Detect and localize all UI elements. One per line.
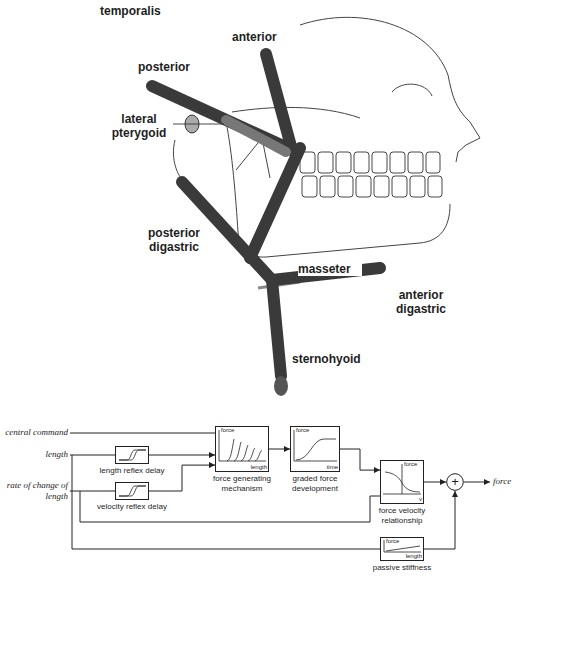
- axis-label: time: [327, 464, 338, 471]
- tooth: [318, 152, 333, 173]
- signal-connector: [149, 455, 215, 456]
- plot-curve: [296, 439, 336, 460]
- signal-connector: [340, 449, 380, 470]
- plot-curve: [385, 472, 420, 492]
- tooth: [338, 176, 353, 197]
- muscle-label: anterior digastric: [386, 288, 456, 316]
- mastoid-process: [173, 140, 184, 182]
- block-caption: velocity reflex delay: [87, 502, 177, 512]
- signal-label: rate of change of length: [4, 480, 68, 502]
- signal-label: central command: [4, 427, 68, 438]
- sum-junction: +: [446, 473, 464, 491]
- axis-label: length: [251, 464, 267, 471]
- plot-icon: [116, 447, 148, 463]
- muscle-label: lateral pterygoid: [108, 112, 170, 140]
- plot-curve: [234, 442, 241, 461]
- plot-curve: [294, 430, 337, 461]
- output-wire: [464, 482, 490, 483]
- zygomatic-arch: [232, 107, 360, 118]
- block-box: forcelengthforce generating mechanism: [215, 426, 269, 472]
- tooth: [372, 152, 387, 173]
- axis-label: force: [404, 461, 417, 468]
- tooth: [302, 176, 317, 197]
- block-box: length reflex delay: [115, 446, 149, 464]
- tooth: [320, 176, 335, 197]
- axis-label: v: [419, 496, 422, 503]
- block-box: velocity reflex delay: [115, 482, 149, 500]
- muscle-label: posterior digastric: [140, 226, 208, 254]
- axis-label: length: [406, 553, 422, 560]
- block-box: forcetimegraded force development: [290, 426, 340, 472]
- sum-sign: +: [446, 473, 464, 491]
- sternohyoid: [272, 280, 281, 376]
- plot-curve: [119, 450, 146, 460]
- block-caption: force generating mechanism: [207, 474, 277, 494]
- muscle-label: anterior: [232, 30, 288, 44]
- tooth: [390, 152, 405, 173]
- signal-connector: [269, 449, 290, 450]
- plot-curve: [402, 464, 403, 494]
- plot-icon: [381, 461, 423, 503]
- plot-icon: [116, 483, 148, 499]
- sternum-anchor: [274, 376, 288, 396]
- tooth: [410, 176, 425, 197]
- central-command-wire: [70, 433, 215, 434]
- muscle-label: posterior: [138, 60, 200, 74]
- muscle-label: sternohyoid: [292, 352, 374, 366]
- velocity-wire: [70, 491, 115, 492]
- plot-curve: [248, 448, 255, 461]
- muscle-label: temporalis: [100, 4, 180, 18]
- block-caption: graded force development: [285, 474, 345, 494]
- teeth: [300, 152, 442, 197]
- block-box: forcelengthpassive stiffness: [380, 537, 424, 561]
- tooth: [356, 176, 371, 197]
- block-caption: force velocity relationship: [372, 506, 432, 526]
- muscle-label: masseter: [298, 262, 362, 276]
- axis-label: force: [221, 427, 234, 434]
- block-caption: passive stiffness: [362, 563, 442, 573]
- masseter: [250, 148, 300, 258]
- block-caption: length reflex delay: [87, 466, 177, 476]
- axis-label: force: [296, 427, 309, 434]
- tooth: [408, 152, 423, 173]
- tooth: [354, 152, 369, 173]
- tooth: [426, 152, 440, 173]
- plot-curve: [386, 546, 420, 551]
- plot-curve: [119, 486, 146, 496]
- plot-curve: [119, 450, 146, 460]
- tooth: [428, 176, 442, 197]
- leader-line: [173, 124, 224, 125]
- plot-curve: [255, 451, 262, 461]
- circle-outline: [447, 474, 464, 491]
- plot-curve: [119, 486, 146, 496]
- signal-label: force: [493, 476, 533, 487]
- tooth: [336, 152, 351, 173]
- tooth: [392, 176, 407, 197]
- lateral-pterygoid: [226, 120, 286, 152]
- plot-curve: [241, 445, 248, 461]
- signal-connector: [424, 482, 446, 483]
- signal-label: length: [4, 449, 68, 460]
- plot-curve: [219, 430, 266, 461]
- muscle-bars: [152, 54, 380, 376]
- block-box: forcevforce velocity relationship: [380, 460, 424, 504]
- face-profile: [300, 17, 480, 162]
- length-wire: [70, 455, 115, 456]
- orbit: [392, 84, 432, 96]
- axis-label: force: [386, 538, 399, 545]
- plot-curve: [227, 439, 234, 461]
- signal-connector: [424, 491, 455, 549]
- tooth: [374, 176, 389, 197]
